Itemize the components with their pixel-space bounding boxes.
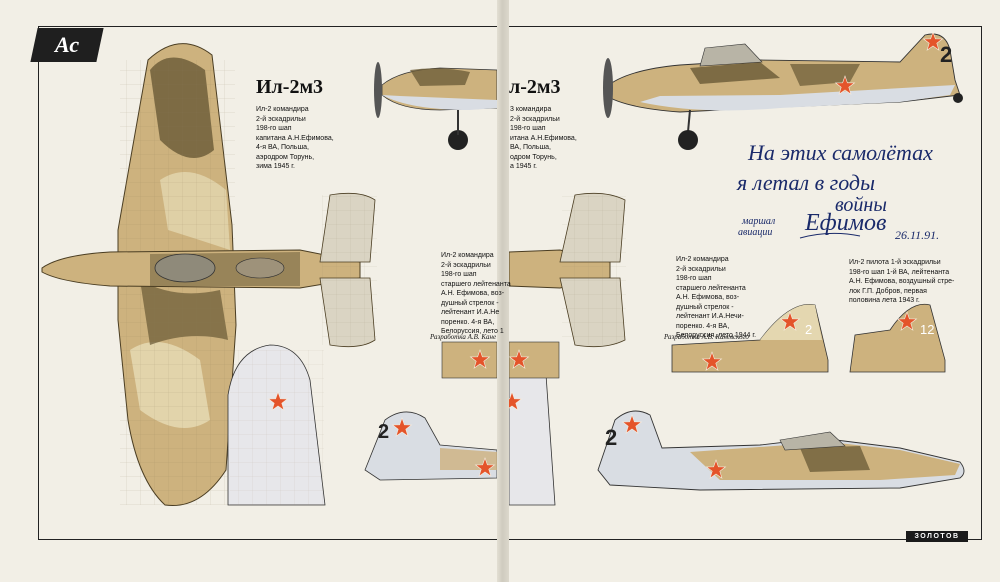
- tail-number-mid-right: 2: [805, 322, 812, 337]
- caption-right-1: 3 командира 2-й эскадрильи 198-го шап ит…: [510, 106, 577, 170]
- credit-left: Разработка А.В. Кане: [430, 333, 497, 341]
- handwritten-date: 26.11.91.: [895, 228, 940, 242]
- page-title-left: Ил-2м3: [256, 76, 324, 98]
- page-title-right: л-2м3: [509, 76, 561, 98]
- side-view-top-left: [374, 62, 498, 150]
- caption-right-3: Ил-2 пилота 1-й эскадрильи 198-го шап 1-…: [849, 259, 955, 304]
- magazine-logo: Ас: [30, 28, 104, 62]
- caption-left-2: Ил-2 командира 2-й эскадрильи 198-го шап…: [441, 252, 511, 335]
- tail-number-12: 12: [920, 322, 934, 337]
- handwriting-line-2: я летал в годы: [737, 170, 875, 195]
- side-tail-left: 2: [364, 411, 498, 481]
- handwriting-rank-2: авиации: [738, 227, 773, 238]
- tail-detail-left: [227, 344, 326, 506]
- handwriting-rank-1: маршал: [742, 216, 776, 227]
- page-gutter: [497, 0, 509, 582]
- caption-left-1: Ил-2 командира 2-й эскадрильи 198-го шап…: [256, 106, 334, 170]
- handwriting-line-1: На этих самолётах: [748, 140, 933, 165]
- tail-number-top-right: 2: [940, 42, 952, 67]
- tail-detail-mid-right-2: [849, 303, 946, 373]
- handwritten-signature: Ефимов: [805, 210, 887, 236]
- fuselage-strip-left: [441, 341, 498, 379]
- signature-underline: [799, 232, 861, 239]
- handwriting-line-3: войны: [835, 194, 887, 216]
- page-frame: [38, 26, 982, 540]
- side-view-top-right: [603, 31, 963, 150]
- credit-right: Разработка А.В. Каневского: [664, 333, 749, 341]
- plan-view-aircraft: [41, 43, 377, 507]
- footer-badge: ЗОЛОТОВ: [906, 531, 968, 542]
- caption-right-2: Ил-2 командира 2-й эскадрильи 198-го шап…: [676, 256, 757, 339]
- tail-number-left: 2: [378, 421, 389, 443]
- tail-number-bottom-right: 2: [605, 425, 617, 450]
- side-view-bottom-right: [597, 410, 965, 491]
- tail-detail-mid-right-1: [671, 304, 829, 373]
- plan-view-partial-right: [502, 192, 626, 506]
